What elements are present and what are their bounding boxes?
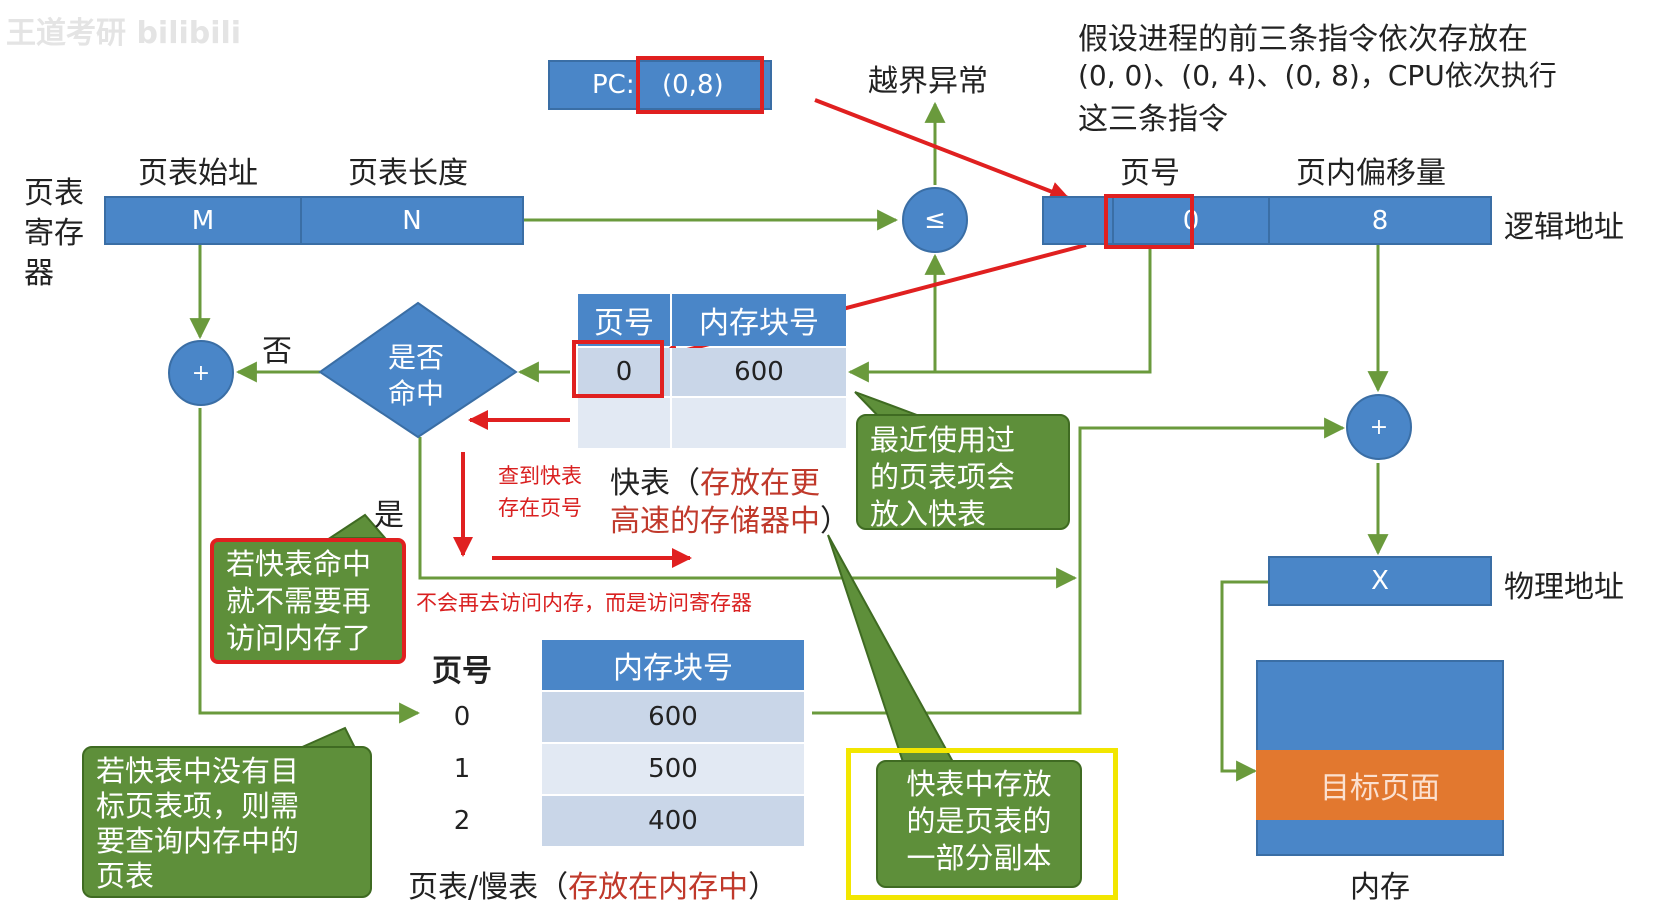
ptr-start-cell: M <box>104 196 302 245</box>
tlb-header-block: 内存块号 <box>670 294 846 346</box>
assumption-line3: 这三条指令 <box>1078 102 1228 137</box>
annot-found-line2: 存在页号 <box>498 496 582 520</box>
pc-register: PC: (0,8) <box>548 60 772 110</box>
decision-line1: 是否 <box>388 341 445 374</box>
assumption-line1: 假设进程的前三条指令依次存放在 <box>1078 22 1528 57</box>
assumption-line2: (0, 0)、(0, 4)、(0, 8)，CPU依次执行 <box>1078 59 1557 92</box>
ptr-label-1: 页表 <box>24 176 84 211</box>
logical-offset-header: 页内偏移量 <box>1296 156 1446 191</box>
plus-circle-left: + <box>168 340 234 406</box>
pagetable-row1-page: 1 <box>453 754 471 784</box>
note-recent-line2: 的页表项会 <box>870 460 1016 494</box>
note-hit-line2: 就不需要再 <box>226 584 372 618</box>
note-hit: 若快表命中 就不需要再 访问内存了 <box>210 538 406 664</box>
callout-tail-miss <box>299 726 357 749</box>
tlb-caption-line1: 快表（存放在更 <box>610 458 820 502</box>
decision-yes-label: 是 <box>374 498 404 533</box>
decision-line2: 命中 <box>388 377 445 410</box>
note-recent-line3: 放入快表 <box>870 497 987 531</box>
note-recent: 最近使用过 的页表项会 放入快表 <box>856 414 1070 531</box>
tlb-page-highlight <box>572 340 664 398</box>
pc-value: (0,8) <box>662 70 724 100</box>
overflow-label: 越界异常 <box>868 64 988 99</box>
note-copy-highlight <box>846 748 1118 900</box>
arrow-pagetable-to-plus <box>812 417 1346 715</box>
note-miss-line2: 标页表项，则需 <box>96 789 300 823</box>
note-copy: 快表中存放 的是页表的 一部分副本 <box>876 760 1082 888</box>
plus-circle-right: + <box>1346 394 1412 460</box>
ptr-label-3: 器 <box>24 256 54 291</box>
tlb-caption-red1: 存放在更 <box>700 466 820 501</box>
note-recent-line1: 最近使用过 <box>870 423 1016 457</box>
red-arrow-pc-to-page <box>814 98 1070 201</box>
memory-target-page: 目标页面 <box>1256 750 1504 820</box>
compare-circle: ≤ <box>902 187 968 253</box>
line-page-to-tlb <box>847 245 1152 383</box>
pagetable-page-header: 页号 <box>432 654 492 689</box>
arrow-physical-to-memory <box>1220 580 1268 782</box>
pagetable-row0-page: 0 <box>453 702 471 732</box>
decision-no-label: 否 <box>262 334 292 369</box>
logical-offset-cell: 8 <box>1268 196 1492 245</box>
tlb-caption-prefix: 快表（ <box>610 466 700 501</box>
pagetable-row2-block: 400 <box>542 796 804 846</box>
tlb-header-page: 页号 <box>578 294 670 346</box>
memory-label: 内存 <box>1350 870 1410 905</box>
note-miss-line3: 要查询内存中的 <box>96 824 300 858</box>
tlb-caption-line2: 高速的存储器中） <box>610 496 850 540</box>
note-hit-line3: 访问内存了 <box>226 621 372 655</box>
watermark: 王道考研 bilibili <box>6 16 242 51</box>
tlb-row1-page <box>578 398 670 448</box>
pagetable-row0-block: 600 <box>542 692 804 742</box>
logical-page-highlight <box>1104 194 1194 249</box>
pagetable-caption-prefix: 页表/慢表（ <box>408 870 569 905</box>
pagetable-caption: 页表/慢表（存放在内存中） <box>408 862 778 906</box>
pc-label: PC: <box>592 70 635 100</box>
ptr-length-cell: N <box>300 196 524 245</box>
arrow-hit-path <box>418 437 1078 589</box>
pagetable-caption-suffix: ） <box>748 870 779 905</box>
arrow-plus-to-pagetable <box>198 408 421 724</box>
annot-no-memory: 不会再去访问内存，而是访问寄存器 <box>416 591 752 615</box>
note-copy-line1: 快表中存放 <box>906 767 1052 801</box>
tlb-row0-page: 0 <box>578 348 670 396</box>
physical-address-cell: X <box>1268 556 1492 606</box>
note-copy-line2: 的是页表的 <box>906 804 1052 838</box>
tlb-caption-suffix: ） <box>820 504 850 539</box>
callout-tail-copy <box>827 534 955 763</box>
ptr-start-header: 页表始址 <box>138 156 258 191</box>
note-miss: 若快表中没有目 标页表项，则需 要查询内存中的 页表 <box>82 746 372 898</box>
pagetable-row1-block: 500 <box>542 744 804 794</box>
tlb-row0-block: 600 <box>670 348 846 396</box>
pagetable-row2-page: 2 <box>453 806 471 836</box>
tlb-row1-block <box>670 398 846 448</box>
note-miss-line1: 若快表中没有目 <box>96 754 300 788</box>
note-miss-line4: 页表 <box>96 859 155 893</box>
note-copy-line3: 一部分副本 <box>906 841 1052 875</box>
ptr-length-header: 页表长度 <box>348 156 468 191</box>
pagetable-caption-red: 存放在内存中 <box>568 870 749 905</box>
tlb-caption-red2: 高速的存储器中 <box>610 504 820 539</box>
ptr-label-2: 寄存 <box>24 216 84 251</box>
logical-label: 逻辑地址 <box>1504 210 1624 245</box>
physical-label: 物理地址 <box>1504 570 1624 605</box>
logical-page-header: 页号 <box>1120 156 1180 191</box>
note-hit-line1: 若快表命中 <box>226 547 372 581</box>
pc-value-highlight <box>636 56 764 114</box>
annot-found-line1: 查到快表 <box>498 464 582 488</box>
pagetable-block-header: 内存块号 <box>542 640 804 690</box>
decision-diamond <box>318 301 518 439</box>
